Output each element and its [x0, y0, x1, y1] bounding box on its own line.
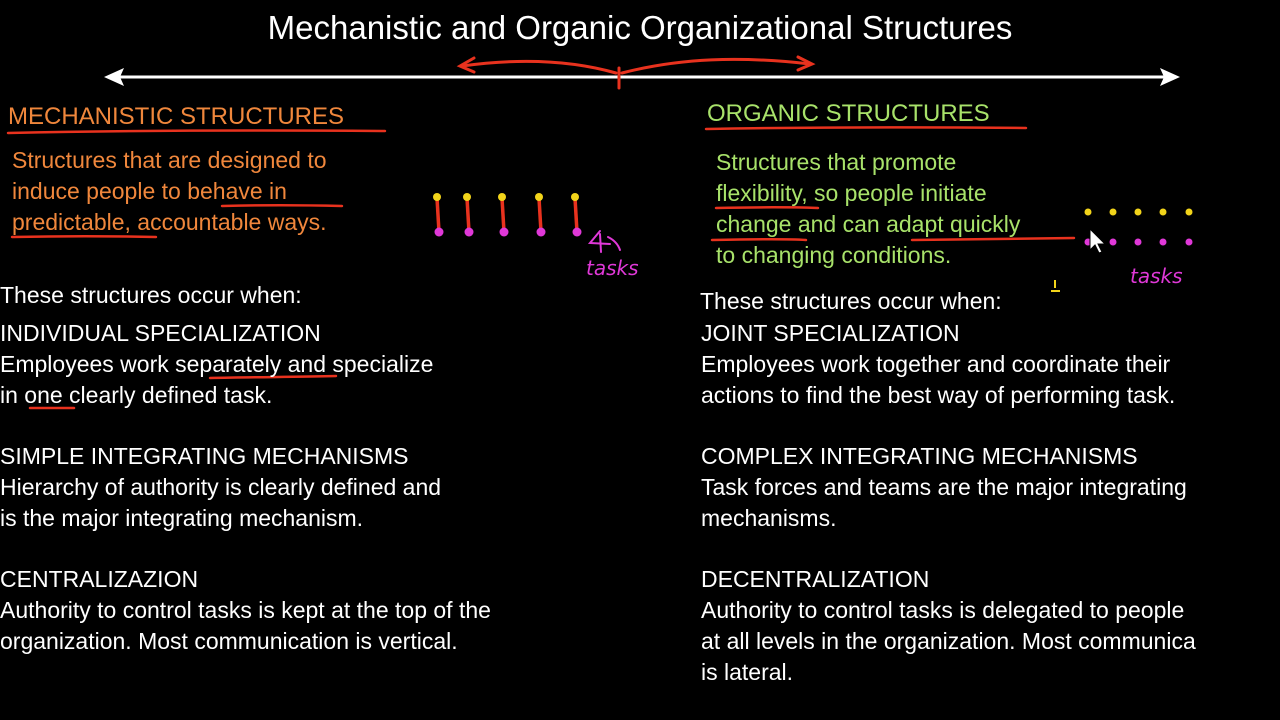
task-pin-bottom — [536, 227, 546, 237]
organic-section-decentralization: DECENTRALIZATION Authority to control ta… — [701, 564, 1280, 688]
task-pin-top — [535, 193, 543, 201]
organic-heading: ORGANIC STRUCTURES — [707, 100, 990, 127]
task-dot-magenta — [1159, 238, 1167, 246]
task-pin-bottom — [572, 227, 582, 237]
section-line: Authority to control tasks is kept at th… — [0, 597, 491, 623]
section-line: actions to find the best way of performi… — [701, 382, 1176, 408]
task-dot-yellow — [1159, 208, 1167, 216]
task-dot-magenta — [1084, 238, 1092, 246]
section-line: Authority to control tasks is delegated … — [701, 597, 1185, 623]
mouse-cursor-icon — [1089, 227, 1107, 254]
mechanistic-section-individual-specialization: INDIVIDUAL SPECIALIZATION Employees work… — [0, 318, 433, 411]
task-dot-magenta — [1185, 238, 1193, 246]
organic-tasks-label: tasks — [1130, 264, 1183, 288]
task-pin-top — [498, 193, 506, 201]
mechanistic-occur-when: These structures occur when: — [0, 282, 302, 308]
mechanistic-heading: MECHANISTIC STRUCTURES — [8, 103, 345, 130]
section-line: organization. Most communication is vert… — [0, 628, 458, 654]
section-line: Hierarchy of authority is clearly define… — [0, 474, 442, 500]
section-heading: CENTRALIZAZION — [0, 566, 199, 592]
task-pin-bottom — [464, 227, 474, 237]
section-heading: JOINT SPECIALIZATION — [701, 320, 960, 346]
organic-section-joint-specialization: JOINT SPECIALIZATION Employees work toge… — [701, 318, 1175, 411]
mechanistic-definition-line: induce people to behave in — [12, 178, 287, 204]
center-arrows — [456, 55, 816, 90]
task-pin-top — [433, 193, 441, 201]
task-pin-line — [465, 197, 471, 233]
mechanistic-tasks-label: tasks — [586, 256, 639, 280]
yellow-mark — [1051, 280, 1060, 292]
task-pin-top — [571, 193, 579, 201]
organic-task-dots — [1084, 208, 1193, 246]
task-pin-bottom — [499, 227, 509, 237]
continuum-axis — [104, 68, 1180, 86]
organic-definition-line: Structures that promote — [716, 149, 957, 175]
mechanistic-definition: Structures that are designed to induce p… — [12, 145, 327, 238]
task-pin-line — [573, 197, 579, 233]
organic-definition-line: flexibility, so people initiate — [716, 180, 987, 206]
task-pin-top — [463, 193, 471, 201]
task-pin-line — [537, 197, 543, 233]
organic-occur-when: These structures occur when: — [700, 288, 1002, 314]
organic-definition: Structures that promote flexibility, so … — [716, 147, 1020, 271]
organic-section-complex-integrating: COMPLEX INTEGRATING MECHANISMS Task forc… — [701, 441, 1187, 534]
section-heading: COMPLEX INTEGRATING MECHANISMS — [701, 443, 1138, 469]
task-pin-line — [435, 197, 441, 233]
section-line: mechanisms. — [701, 505, 837, 531]
section-line: Employees work together and coordinate t… — [701, 351, 1171, 377]
slide-title: Mechanistic and Organic Organizational S… — [267, 9, 1013, 46]
task-dot-magenta — [1134, 238, 1142, 246]
section-heading: INDIVIDUAL SPECIALIZATION — [0, 320, 321, 346]
mechanistic-definition-line: Structures that are designed to — [12, 147, 327, 173]
section-heading: DECENTRALIZATION — [701, 566, 930, 592]
section-line: in one clearly defined task. — [0, 382, 273, 408]
organic-definition-line: to changing conditions. — [716, 242, 952, 268]
task-pin-bottom — [434, 227, 444, 237]
mechanistic-section-centralization: CENTRALIZAZION Authority to control task… — [0, 564, 491, 657]
task-pin-line — [500, 197, 506, 233]
section-line: at all levels in the organization. Most … — [701, 628, 1196, 654]
task-dot-yellow — [1109, 208, 1117, 216]
task-dot-yellow — [1185, 208, 1193, 216]
organic-definition-line: change and can adapt quickly — [716, 211, 1021, 237]
mechanistic-definition-line: predictable, accountable ways. — [12, 209, 327, 235]
section-line: is the major integrating mechanism. — [0, 505, 364, 531]
mechanistic-section-simple-integrating: SIMPLE INTEGRATING MECHANISMS Hierarchy … — [0, 441, 441, 534]
task-dot-magenta — [1109, 238, 1117, 246]
task-dot-yellow — [1134, 208, 1142, 216]
mechanistic-task-pins — [433, 193, 582, 237]
section-line: Employees work separately and specialize — [0, 351, 434, 377]
section-line: is lateral. — [701, 659, 794, 685]
section-line: Task forces and teams are the major inte… — [701, 474, 1187, 500]
four-arrow-mark — [587, 230, 621, 253]
task-dot-yellow — [1084, 208, 1092, 216]
section-heading: SIMPLE INTEGRATING MECHANISMS — [0, 443, 409, 469]
